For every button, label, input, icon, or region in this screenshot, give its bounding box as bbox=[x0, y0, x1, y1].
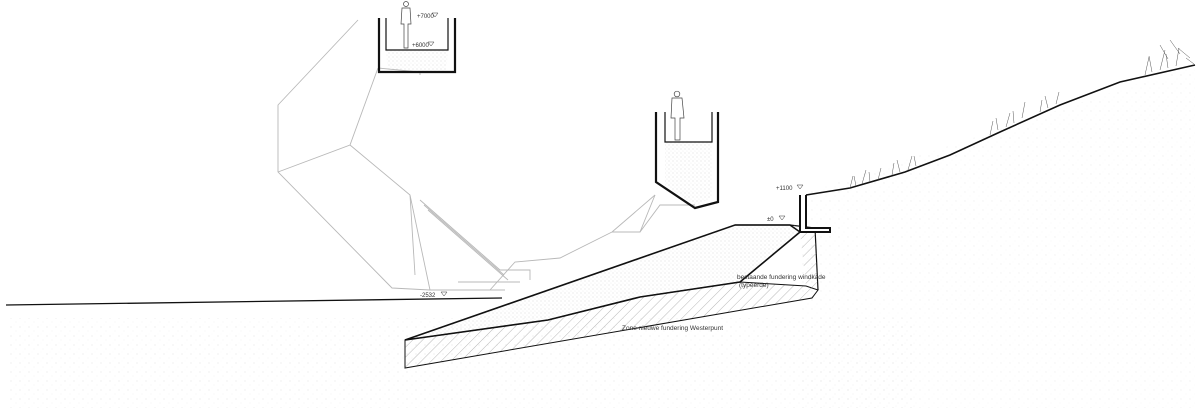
level-label-dike: +1100 bbox=[776, 186, 793, 192]
level-label-top-lower: +6000 bbox=[412, 43, 430, 49]
level-label-zero: ±0 bbox=[767, 217, 774, 223]
ground-line bbox=[5, 297, 503, 306]
annotation-existing-foundation: bestaande fundering windkade bbox=[737, 274, 826, 281]
foundation-section bbox=[404, 224, 819, 369]
level-label-top-upper: +7000 bbox=[417, 14, 435, 20]
dike-wall bbox=[799, 195, 831, 233]
middle-platform bbox=[654, 90, 720, 210]
person-figure-upper bbox=[400, 1, 412, 49]
grass-texture bbox=[849, 39, 1195, 189]
level-marker-zero: ±0 bbox=[767, 215, 786, 223]
annotation-existing-foundation-sub: (typeerde) bbox=[739, 282, 769, 289]
ghost-structure bbox=[277, 19, 695, 291]
level-marker-1100: +1100 bbox=[776, 184, 804, 192]
soil-stipple-right bbox=[800, 65, 1195, 408]
level-marker-ground: -2532 bbox=[420, 291, 448, 299]
annotation-new-foundation: Zone nieuwe fundering Westerpunt bbox=[622, 325, 723, 332]
level-marker-6000: +6000 bbox=[412, 41, 435, 49]
upper-platform bbox=[377, 1, 457, 74]
level-marker-7000: +7000 bbox=[417, 12, 439, 20]
person-figure-middle bbox=[670, 90, 685, 141]
level-label-ground: -2532 bbox=[420, 293, 436, 299]
dike-slope bbox=[805, 64, 1196, 196]
